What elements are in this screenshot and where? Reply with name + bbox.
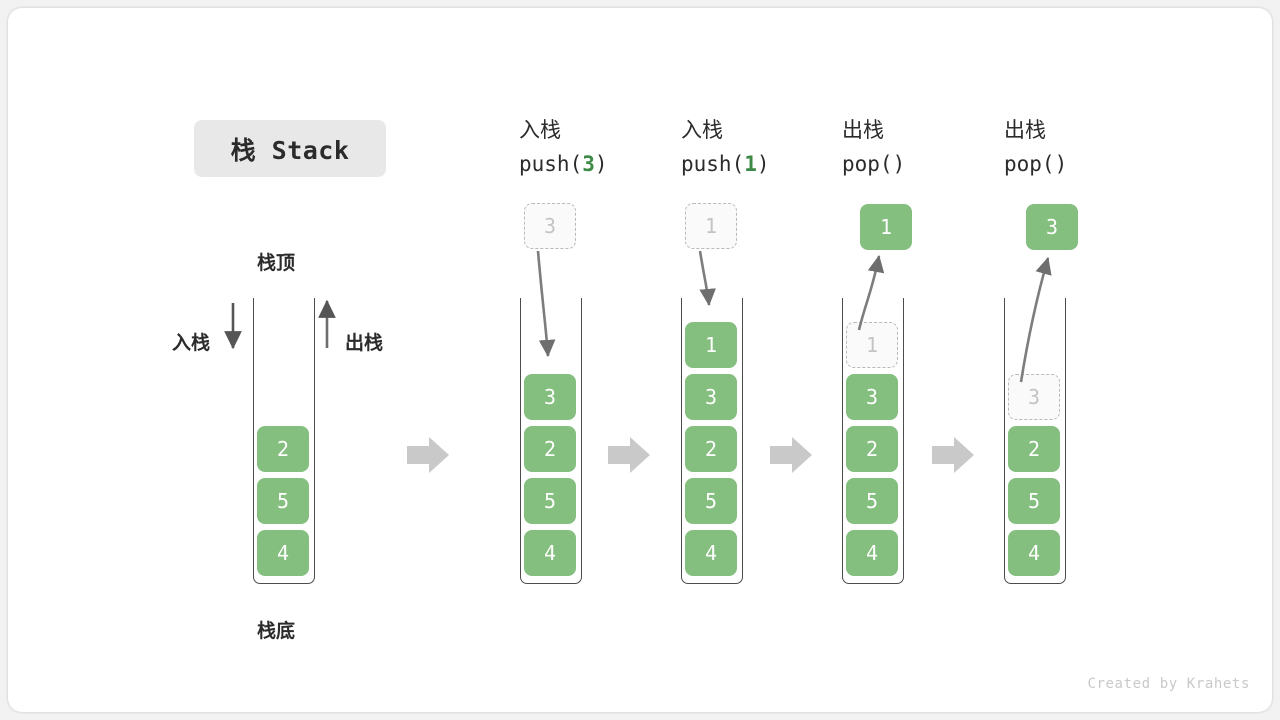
stack-cell: 5	[257, 478, 309, 524]
stack-cell: 4	[685, 530, 737, 576]
pop-direction-label: 出栈	[345, 332, 384, 354]
stack-bottom-label: 栈底	[257, 620, 296, 642]
left-stack-pop-label-wrap: 出栈	[345, 328, 383, 355]
stack-cell: 5	[846, 478, 898, 524]
step-op-prefix: pop(	[1004, 152, 1055, 176]
stack-cell: 4	[257, 530, 309, 576]
step-op-suffix: )	[1054, 152, 1068, 176]
flow-arrow	[770, 437, 812, 473]
step-op-suffix: )	[892, 152, 906, 176]
stack-cell: 4	[846, 530, 898, 576]
stack-cell: 4	[1008, 530, 1060, 576]
stack-cell: 2	[846, 426, 898, 472]
stack-cell: 3	[685, 374, 737, 420]
step-op-cn: 入栈	[681, 118, 723, 142]
step-header: 出栈 pop()	[1004, 113, 1067, 181]
stack-title-label: 栈 Stack	[230, 135, 350, 165]
left-stack-top-label-wrap: 栈顶	[257, 248, 295, 275]
step-op-arg: 3	[582, 152, 595, 176]
floating-value-box: 1	[860, 204, 912, 250]
step-op-cn: 入栈	[519, 118, 561, 142]
left-stack-container: 2 5 4	[253, 298, 315, 584]
stack-cell: 4	[524, 530, 576, 576]
step-op-prefix: pop(	[842, 152, 893, 176]
stack-cell: 2	[524, 426, 576, 472]
stack-cell-ghost: 3	[1008, 374, 1060, 420]
floating-value-box: 1	[685, 203, 737, 249]
stack-cell: 1	[685, 322, 737, 368]
arrow-overlay	[224, 250, 1052, 473]
step-op-suffix: )	[594, 152, 608, 176]
step-op-arg: 1	[744, 152, 757, 176]
step-header: 入栈 push(3)	[519, 113, 608, 181]
floating-value-box: 3	[524, 203, 576, 249]
step-stack-container: 3 2 5 4	[1004, 298, 1066, 584]
stack-cell: 3	[524, 374, 576, 420]
stack-cell: 3	[846, 374, 898, 420]
stack-cell: 5	[685, 478, 737, 524]
flow-arrow	[932, 437, 974, 473]
step-stack-container: 3 2 5 4	[520, 298, 582, 584]
stack-title-badge: 栈 Stack	[194, 120, 386, 177]
stack-top-label: 栈顶	[257, 252, 296, 274]
step-op-suffix: )	[756, 152, 770, 176]
step-stack-container: 1 3 2 5 4	[842, 298, 904, 584]
step-header: 入栈 push(1)	[681, 113, 770, 181]
floating-value-box: 3	[1026, 204, 1078, 250]
left-stack-bottom-label-wrap: 栈底	[257, 616, 295, 643]
flow-arrow	[608, 437, 650, 473]
stack-cell: 5	[1008, 478, 1060, 524]
diagram-card: 栈 Stack 栈顶 入栈 出栈 2 5 4 栈底 入栈 push(3) 3 3…	[8, 8, 1272, 712]
stack-cell: 2	[257, 426, 309, 472]
watermark-credit: Created by Krahets	[1087, 676, 1250, 692]
push-direction-label: 入栈	[172, 332, 211, 354]
step-stack-container: 1 3 2 5 4	[681, 298, 743, 584]
push-flow-arrow	[698, 250, 716, 307]
stack-cell: 2	[1008, 426, 1060, 472]
step-op-cn: 出栈	[1004, 118, 1046, 142]
step-op-prefix: push(	[519, 152, 583, 176]
stack-cell: 5	[524, 478, 576, 524]
flow-arrow	[407, 437, 449, 473]
step-header: 出栈 pop()	[842, 113, 905, 181]
stack-cell-ghost: 1	[846, 322, 898, 368]
stack-cell: 2	[685, 426, 737, 472]
left-stack-push-label-wrap: 入栈	[172, 328, 210, 355]
step-op-cn: 出栈	[842, 118, 884, 142]
step-op-prefix: push(	[681, 152, 745, 176]
